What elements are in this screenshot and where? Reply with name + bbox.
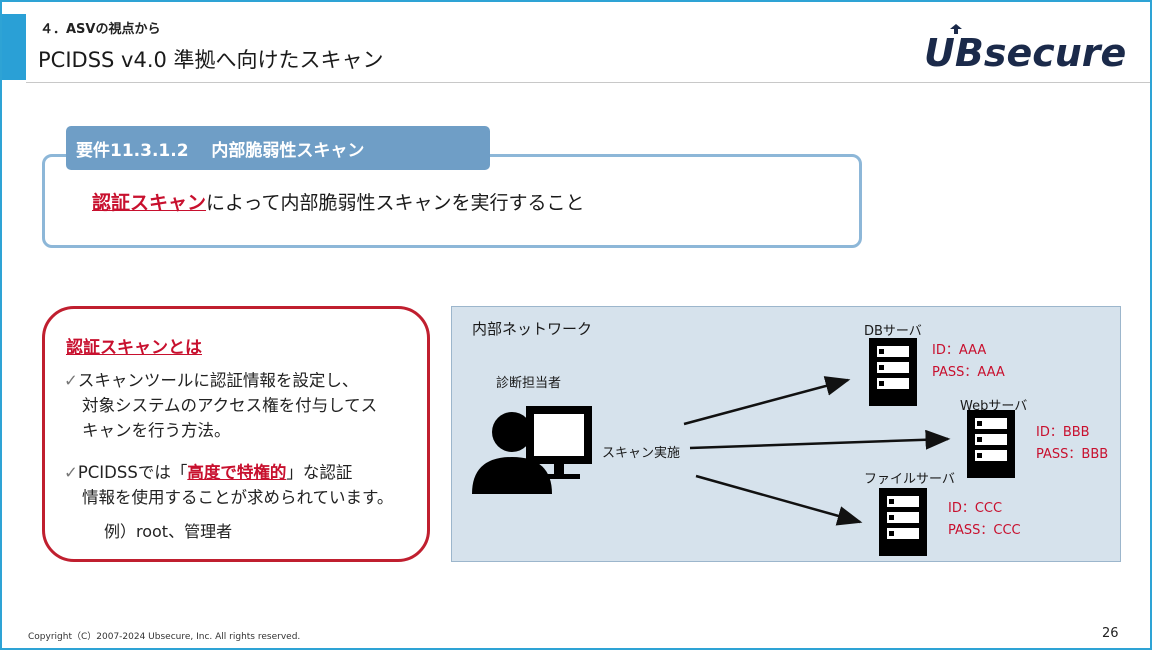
operator-label: 診断担当者 (496, 376, 562, 391)
slide-title: PCIDSS v4.0 準拠へ向けたスキャン (38, 48, 384, 72)
definition-box (42, 306, 430, 562)
file-server-pass: PASS：CCC (948, 523, 1021, 538)
requirement-rest: によって内部脆弱性スキャンを実行すること (206, 192, 585, 214)
copyright: Copyright（C）2007-2024 Ubsecure, Inc. All… (28, 632, 301, 642)
file-server-credentials: ID：CCC PASS：CCC (948, 498, 1021, 542)
bullet-1-line-2: 対象システムのアクセス権を付与してス (82, 396, 378, 415)
requirement-text: 認証スキャンによって内部脆弱性スキャンを実行すること (92, 188, 585, 215)
bullet-2-highlight: 高度で特権的 (187, 463, 287, 482)
check-icon: ✓ (64, 371, 78, 390)
file-server-label: ファイルサーバ (864, 472, 955, 487)
bullet-2-post: 」な認証 (286, 463, 353, 482)
definition-bullet-1: ✓スキャンツールに認証情報を設定し、 対象システムのアクセス権を付与してス キャ… (64, 368, 377, 443)
requirement-tab: 要件11.3.1.2 内部脆弱性スキャン (66, 126, 490, 170)
ubsecure-logo: UBsecure (924, 24, 1126, 74)
bullet-2-line-2: 情報を使用することが求められています。 (82, 488, 394, 507)
bullet-1-line-3: キャンを行う方法。 (82, 421, 231, 440)
check-icon: ✓ (64, 463, 78, 482)
bullet-1-line-1: スキャンツールに認証情報を設定し、 (77, 371, 359, 390)
web-server-pass: PASS：BBB (1036, 447, 1109, 462)
db-server-id: ID：AAA (932, 343, 987, 358)
page-number: 26 (1102, 626, 1119, 641)
definition-title: 認証スキャンとは (66, 338, 202, 358)
web-server-label: Webサーバ (960, 399, 1028, 414)
db-server-credentials: ID：AAA PASS：AAA (932, 340, 1005, 384)
header-divider (26, 82, 1150, 83)
network-label: 内部ネットワーク (472, 320, 593, 338)
requirement-tab-label: 要件11.3.1.2 内部脆弱性スキャン (76, 140, 365, 161)
accent-bar (2, 14, 26, 80)
scan-action-label: スキャン実施 (602, 446, 681, 461)
bullet-2-pre: PCIDSSでは「 (77, 463, 188, 482)
web-server-id: ID：BBB (1036, 425, 1090, 440)
section-label: ４．ASVの視点から (40, 22, 161, 37)
db-server-label: DBサーバ (864, 324, 922, 339)
example-text: 例）root、管理者 (104, 522, 233, 541)
db-server-pass: PASS：AAA (932, 365, 1005, 380)
definition-bullet-2: ✓PCIDSSでは「高度で特権的」な認証 情報を使用することが求められています。 (64, 460, 393, 510)
web-server-credentials: ID：BBB PASS：BBB (1036, 422, 1108, 466)
requirement-highlight: 認証スキャン (92, 192, 207, 214)
logo-text: UBsecure (924, 31, 1126, 74)
file-server-id: ID：CCC (948, 501, 1003, 516)
